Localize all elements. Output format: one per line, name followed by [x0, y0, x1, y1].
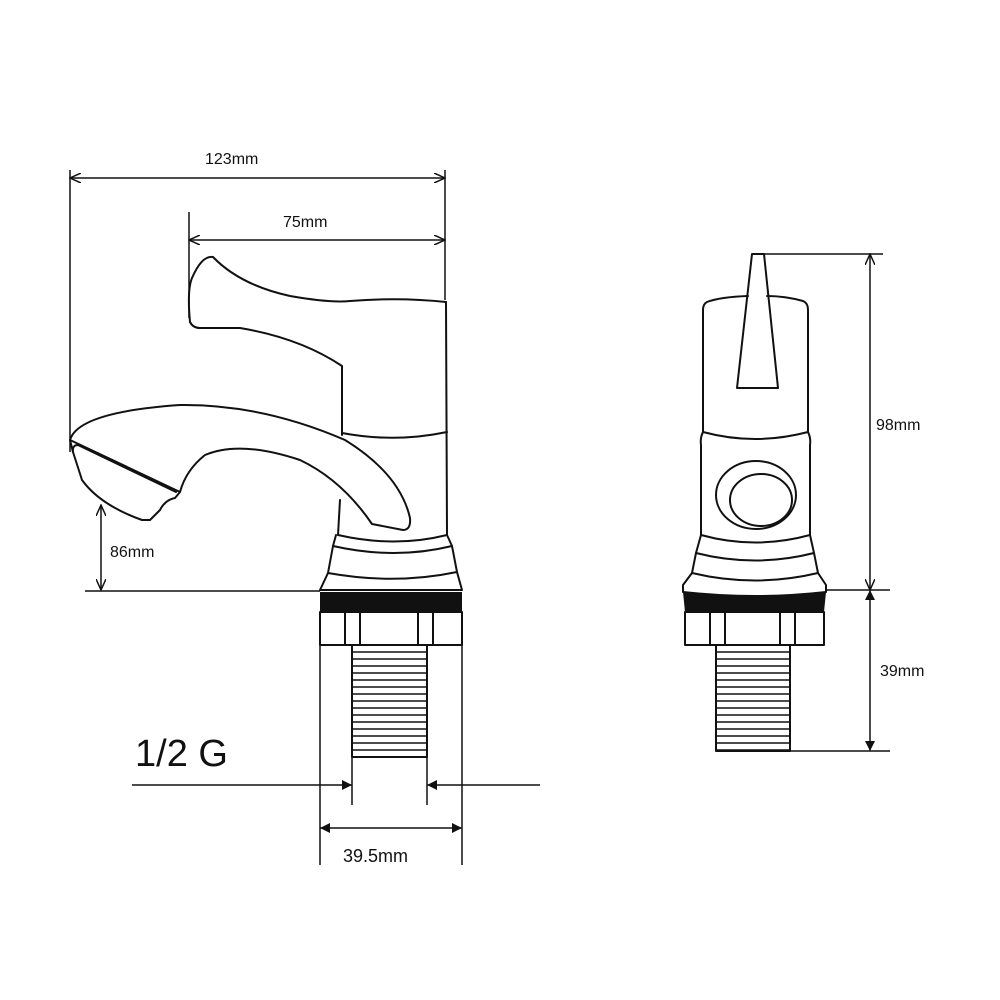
- spout: [69, 403, 412, 531]
- hex-nut: [319, 611, 463, 646]
- front-dimensions: 123mm 75mm 86mm 1/2 G 39.5mm: [70, 151, 540, 866]
- dim-handle-to-body: 75mm: [283, 214, 327, 231]
- thread: [351, 644, 428, 758]
- handle-lever: [736, 253, 779, 389]
- front-view: [69, 255, 463, 758]
- dim-body-height: 98mm: [876, 417, 920, 434]
- indicator-button: [729, 473, 793, 527]
- hex-nut: [684, 611, 825, 646]
- dim-thread-size: 1/2 G: [135, 733, 228, 775]
- indicator-outer: [715, 460, 797, 530]
- thread: [715, 644, 791, 752]
- side-view: [682, 253, 827, 752]
- handle: [187, 255, 447, 436]
- dim-overall-length: 123mm: [205, 151, 258, 168]
- body: [445, 301, 448, 536]
- sealing-ring: [320, 592, 462, 612]
- side-dimensions: 98mm 39mm: [764, 254, 924, 752]
- dim-thread-length: 39mm: [880, 663, 924, 680]
- base-collar: [319, 534, 463, 591]
- base-collar: [682, 534, 827, 597]
- handle-head: [702, 295, 809, 440]
- body: [699, 431, 812, 536]
- dim-base-width: 39.5mm: [343, 846, 408, 866]
- dim-spout-height: 86mm: [110, 544, 154, 561]
- sealing-ring: [683, 592, 826, 612]
